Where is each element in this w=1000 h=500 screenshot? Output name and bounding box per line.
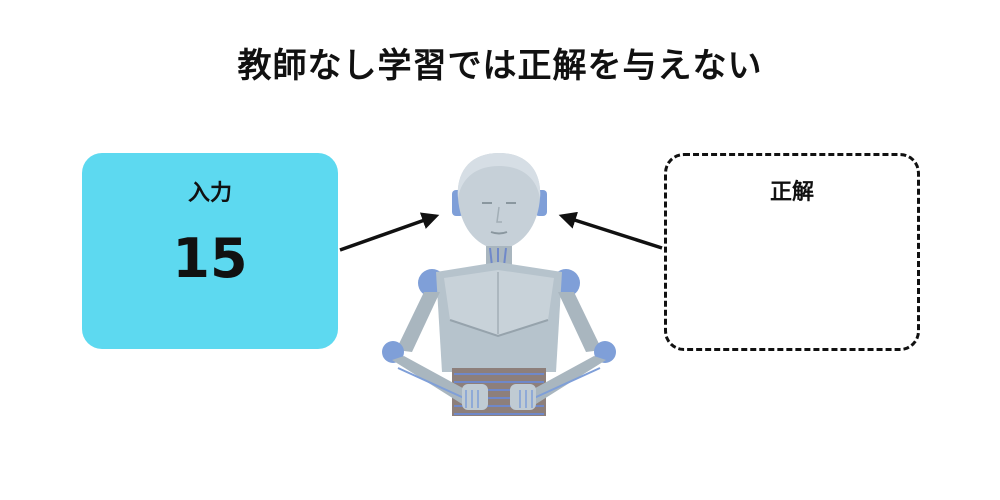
input-box: 入力 15: [82, 153, 338, 349]
input-arrow: [339, 212, 440, 252]
answer-box: 正解: [664, 153, 920, 351]
answer-arrow: [558, 211, 663, 250]
diagram-title: 教師なし学習では正解を与えない: [237, 46, 763, 86]
input-label: 入力: [187, 181, 232, 206]
robot-icon: [382, 153, 616, 416]
input-value: 15: [172, 227, 248, 290]
answer-label: 正解: [769, 180, 814, 205]
